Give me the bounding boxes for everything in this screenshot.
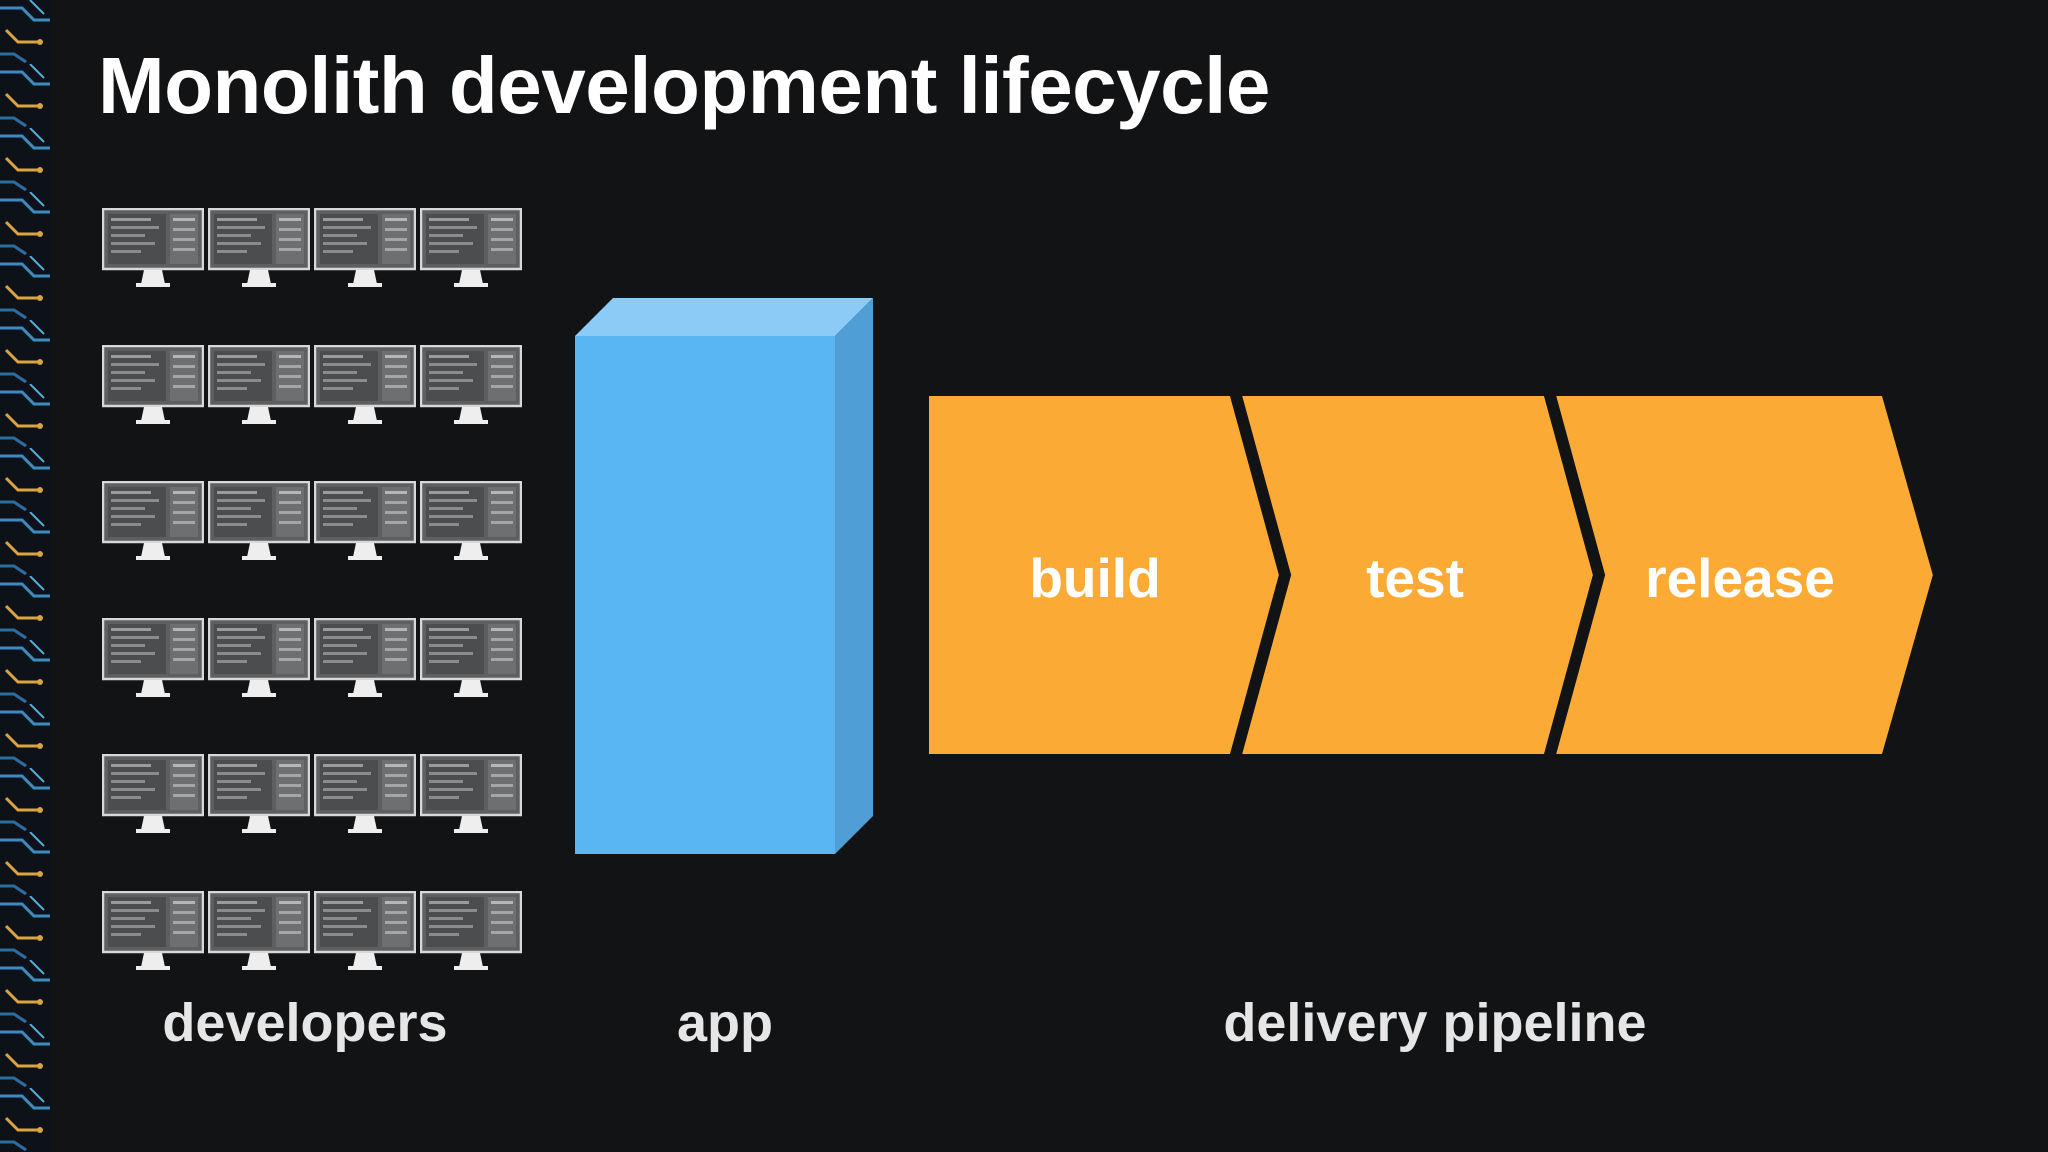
pipeline-caption: delivery pipeline xyxy=(1223,993,1647,1053)
desktop-monitor-icon xyxy=(314,208,416,288)
desktop-monitor-icon xyxy=(102,344,204,425)
desktop-monitor-icon xyxy=(208,754,310,834)
desktop-monitor-icon xyxy=(208,344,310,425)
delivery-pipeline xyxy=(925,392,1945,762)
desktop-monitor-icon xyxy=(102,208,204,288)
desktop-monitor-icon xyxy=(208,890,310,971)
app-block xyxy=(575,298,875,858)
desktop-monitor-icon xyxy=(102,890,204,971)
desktop-monitor-icon xyxy=(314,481,416,561)
desktop-monitor-icon xyxy=(314,617,416,698)
decorative-circuit-strip xyxy=(0,0,50,1152)
desktop-monitor-icon xyxy=(420,344,522,425)
desktop-monitor-icon xyxy=(102,481,204,561)
stage-label-test: test xyxy=(1366,547,1464,609)
desktop-monitor-icon xyxy=(314,344,416,425)
desktop-monitor-icon xyxy=(208,617,310,698)
desktop-monitor-icon xyxy=(420,208,522,288)
desktop-monitor-icon xyxy=(314,890,416,971)
desktop-monitor-icon xyxy=(102,754,204,834)
desktop-monitor-icon xyxy=(208,481,310,561)
desktop-monitor-icon xyxy=(420,481,522,561)
app-caption: app xyxy=(676,993,773,1053)
stage-label-build: build xyxy=(1029,547,1161,609)
slide-title: Monolith development lifecycle xyxy=(98,41,1270,130)
desktop-monitor-icon xyxy=(420,754,522,834)
desktop-monitor-icon xyxy=(420,617,522,698)
desktop-monitor-icon xyxy=(208,208,310,288)
desktop-monitor-icon xyxy=(314,754,416,834)
pipeline-stage-release xyxy=(1545,392,1942,762)
developers-caption: developers xyxy=(162,993,448,1053)
desktop-monitor-icon xyxy=(420,890,522,971)
developers-grid xyxy=(102,208,522,973)
desktop-monitor-icon xyxy=(102,617,204,698)
stage-label-release: release xyxy=(1645,547,1835,609)
